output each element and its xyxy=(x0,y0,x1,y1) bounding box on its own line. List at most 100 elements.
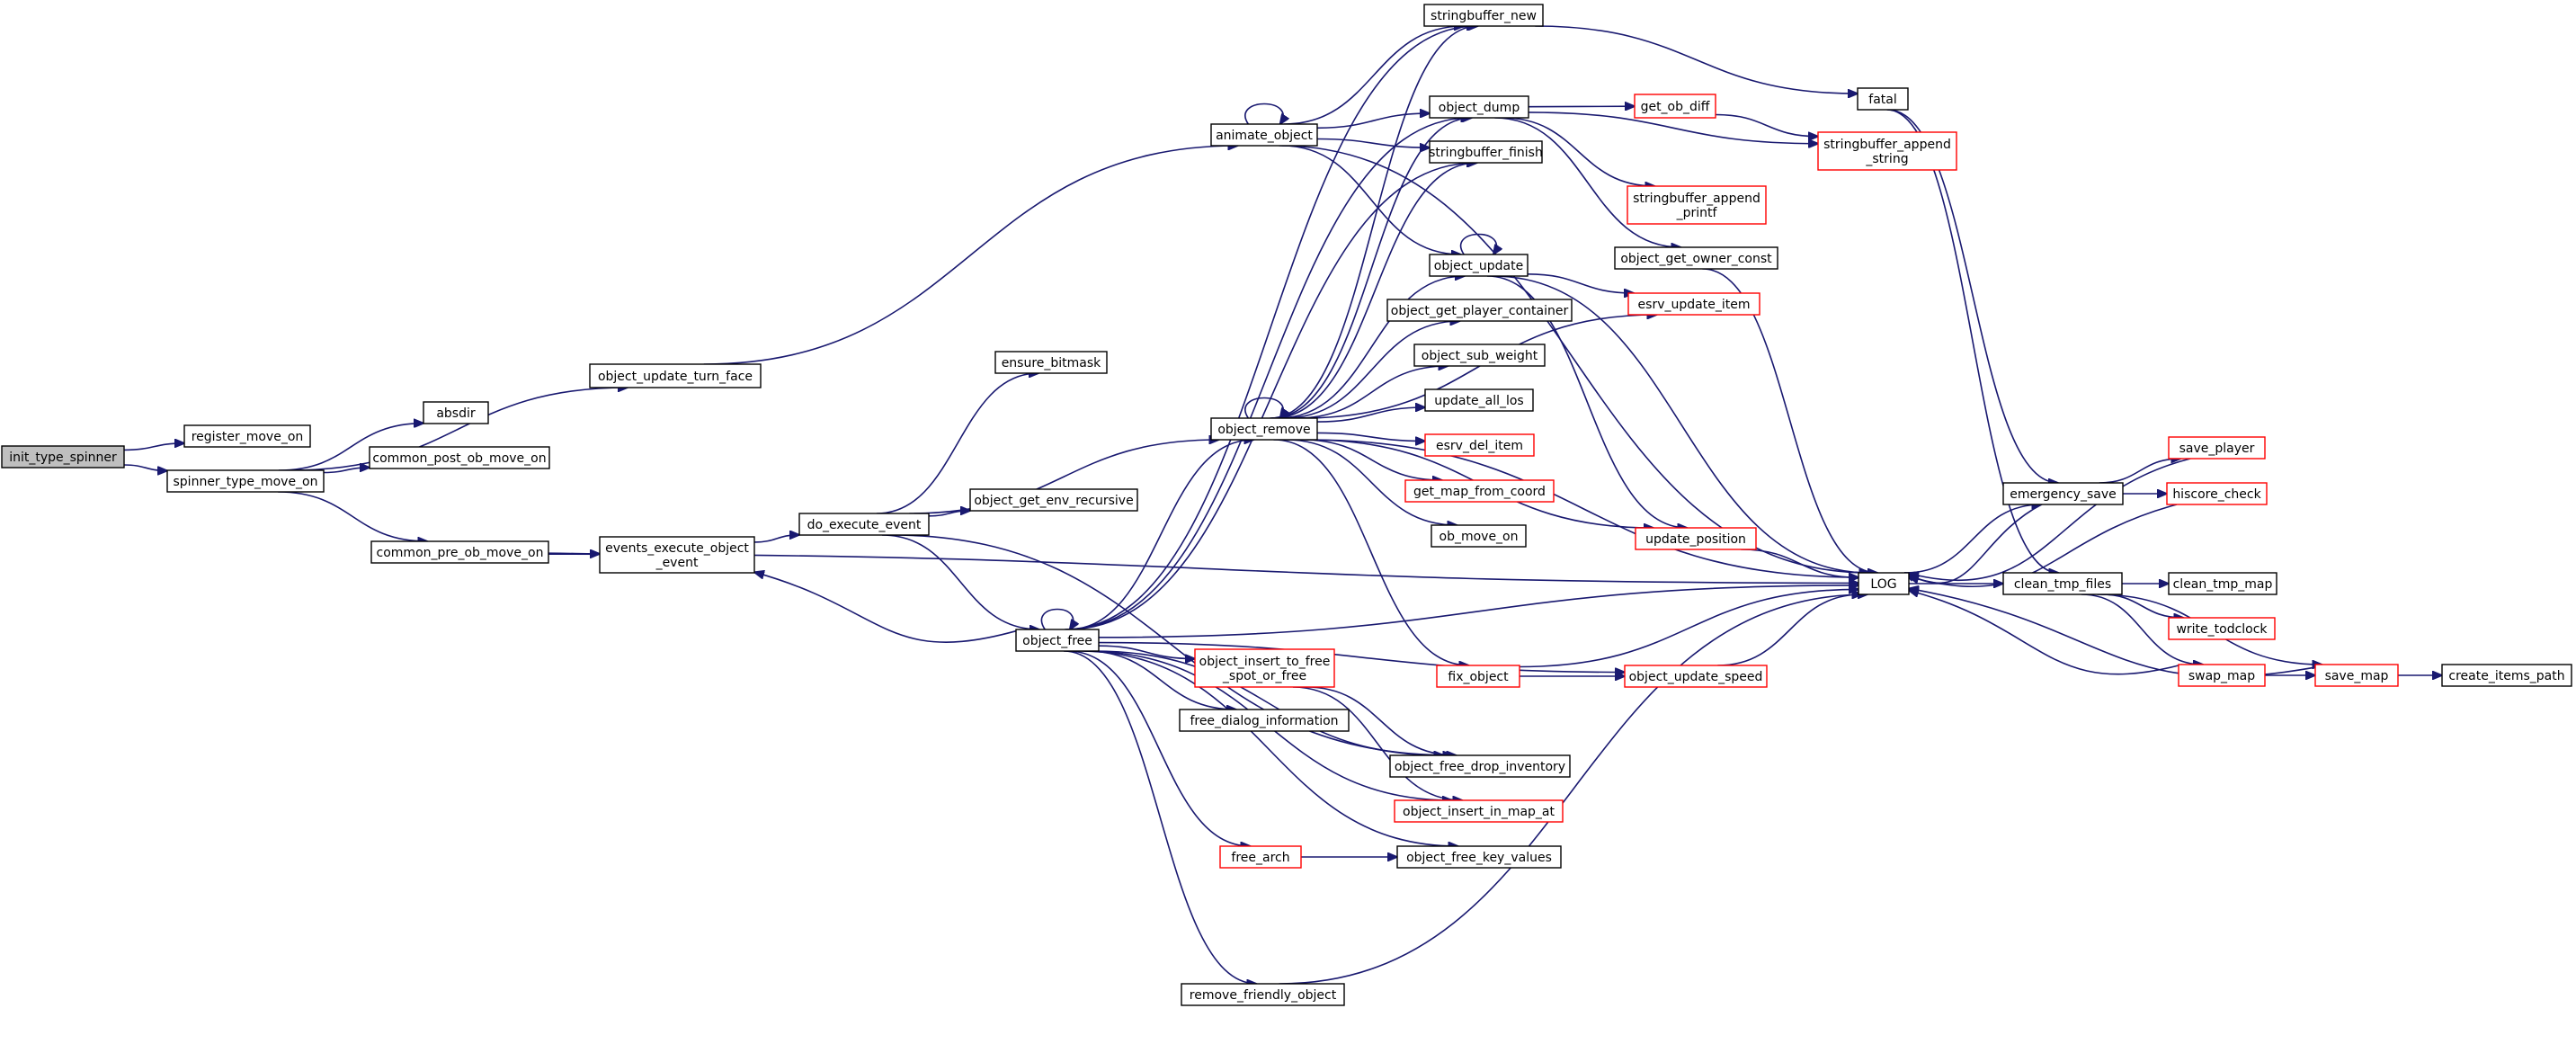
node-box xyxy=(166,469,325,493)
node-box xyxy=(1627,292,1760,316)
node-box xyxy=(969,488,1138,512)
node-common_post_ob_move_on[interactable]: common_post_ob_move_on xyxy=(369,446,550,469)
node-label: LOG xyxy=(1870,577,1896,592)
edge-object_dump-to-object_get_owner_const xyxy=(1494,117,1680,247)
node-label: ob_move_on xyxy=(1440,530,1519,544)
node-remove_friendly_object[interactable]: remove_friendly_object xyxy=(1181,983,1345,1006)
edge-do_execute_event-to-object_get_env_recursive xyxy=(928,511,970,517)
edge-animate_object-to-object_dump xyxy=(1316,113,1430,129)
node-do_execute_event[interactable]: do_execute_event xyxy=(798,513,930,536)
edges-layer xyxy=(123,26,2442,984)
node-label: fix_object xyxy=(1448,670,1509,684)
node-label: object_free_drop_inventory xyxy=(1395,760,1565,774)
node-object_dump[interactable]: object_dump xyxy=(1429,95,1529,119)
node-stringbuffer_append_printf[interactable]: stringbuffer_append_printf xyxy=(1627,185,1767,225)
node-object_get_owner_const[interactable]: object_get_owner_const xyxy=(1614,246,1778,270)
node-box xyxy=(1394,799,1564,823)
node-esrv_del_item[interactable]: esrv_del_item xyxy=(1424,433,1535,457)
node-ob_move_on[interactable]: ob_move_on xyxy=(1431,524,1527,548)
node-ensure_bitmask[interactable]: ensure_bitmask xyxy=(994,351,1108,374)
node-box xyxy=(1015,629,1100,652)
node-label: free_dialog_information xyxy=(1190,714,1338,728)
edge-object_remove-to-ob_move_on xyxy=(1286,439,1457,525)
node-box xyxy=(1817,131,1957,171)
node-box xyxy=(183,424,311,448)
edge-clean_tmp_files-to-write_todclock xyxy=(2100,593,2184,618)
edge-emergency_save-to-save_player xyxy=(2099,459,2181,484)
edge-init_type_spinner-to-spinner_type_move_on xyxy=(123,464,167,470)
node-init_type_spinner[interactable]: init_type_spinner xyxy=(1,445,125,469)
edge-object_free-to-object_free_key_values xyxy=(1078,650,1457,846)
node-box xyxy=(1424,388,1534,412)
node-LOG[interactable]: LOG xyxy=(1858,572,1910,595)
edge-swap_map-to-LOG xyxy=(1909,591,2183,675)
node-update_position[interactable]: update_position xyxy=(1635,527,1757,550)
node-object_insert_to_free_spot_or_free[interactable]: object_insert_to_free_spot_or_free xyxy=(1194,648,1335,688)
edge-save_player-to-LOG xyxy=(1909,458,2191,582)
node-hiscore_check[interactable]: hiscore_check xyxy=(2166,482,2268,505)
node-object_sub_weight[interactable]: object_sub_weight xyxy=(1413,344,1546,367)
node-clean_tmp_map[interactable]: clean_tmp_map xyxy=(2168,572,2277,595)
node-get_map_from_coord[interactable]: get_map_from_coord xyxy=(1404,479,1555,503)
edge-do_execute_event-to-ensure_bitmask xyxy=(876,373,1038,514)
node-object_update_speed[interactable]: object_update_speed xyxy=(1624,665,1768,688)
node-object_update_turn_face[interactable]: object_update_turn_face xyxy=(589,363,762,388)
node-free_arch[interactable]: free_arch xyxy=(1219,845,1302,869)
edge-object_update_turn_face-to-animate_object xyxy=(703,146,1238,365)
edge-object_remove-to-stringbuffer_new xyxy=(1270,26,1477,419)
node-label: events_execute_object xyxy=(605,541,749,556)
node-create_items_path[interactable]: create_items_path xyxy=(2441,664,2572,687)
node-object_insert_in_map_at[interactable]: object_insert_in_map_at xyxy=(1394,799,1564,823)
edge-object_dump-to-get_ob_diff xyxy=(1528,106,1635,107)
edge-animate_object-to-stringbuffer_new xyxy=(1283,26,1464,125)
node-stringbuffer_finish[interactable]: stringbuffer_finish xyxy=(1429,140,1543,164)
node-fatal[interactable]: fatal xyxy=(1857,87,1909,111)
node-update_all_los[interactable]: update_all_los xyxy=(1424,388,1534,412)
node-stringbuffer_new[interactable]: stringbuffer_new xyxy=(1423,4,1544,27)
node-box xyxy=(1181,983,1345,1006)
node-get_ob_diff[interactable]: get_ob_diff xyxy=(1634,94,1716,119)
edge-emergency_save-to-LOG xyxy=(1905,504,2042,585)
edge-LOG-to-emergency_save xyxy=(1904,504,2042,574)
node-label: hiscore_check xyxy=(2172,487,2261,502)
node-write_todclock[interactable]: write_todclock xyxy=(2168,617,2276,640)
node-box xyxy=(1413,344,1546,367)
edge-spinner_type_move_on-to-common_post_ob_move_on xyxy=(323,468,370,474)
node-label: _printf xyxy=(1676,206,1718,220)
edge-get_ob_diff-to-stringbuffer_append_string xyxy=(1715,113,1818,137)
node-esrv_update_item[interactable]: esrv_update_item xyxy=(1627,292,1760,316)
edge-object_free-to-remove_friendly_object xyxy=(1063,650,1257,984)
node-label: object_insert_to_free xyxy=(1199,655,1331,669)
node-box xyxy=(589,363,762,388)
node-clean_tmp_files[interactable]: clean_tmp_files xyxy=(2002,572,2123,595)
node-object_free_drop_inventory[interactable]: object_free_drop_inventory xyxy=(1389,754,1571,778)
node-register_move_on[interactable]: register_move_on xyxy=(183,424,311,448)
node-save_map[interactable]: save_map xyxy=(2314,664,2399,687)
node-box xyxy=(369,446,550,469)
node-animate_object[interactable]: animate_object xyxy=(1210,123,1318,147)
node-label: clean_tmp_map xyxy=(2173,577,2273,592)
node-swap_map[interactable]: swap_map xyxy=(2178,664,2266,687)
node-common_pre_ob_move_on[interactable]: common_pre_ob_move_on xyxy=(370,540,549,564)
node-object_remove[interactable]: object_remove xyxy=(1210,417,1318,441)
node-save_player[interactable]: save_player xyxy=(2168,436,2266,460)
node-absdir[interactable]: absdir xyxy=(423,401,489,424)
node-emergency_save[interactable]: emergency_save xyxy=(2002,482,2124,505)
node-stringbuffer_append_string[interactable]: stringbuffer_append_string xyxy=(1817,131,1957,171)
node-spinner_type_move_on[interactable]: spinner_type_move_on xyxy=(166,469,325,493)
node-free_dialog_information[interactable]: free_dialog_information xyxy=(1179,709,1350,732)
node-label: object_update xyxy=(1434,259,1523,273)
node-object_get_player_container[interactable]: object_get_player_container xyxy=(1386,299,1573,322)
node-object_get_env_recursive[interactable]: object_get_env_recursive xyxy=(969,488,1138,512)
node-fix_object[interactable]: fix_object xyxy=(1436,665,1520,688)
node-label: stringbuffer_new xyxy=(1431,9,1537,23)
node-label: animate_object xyxy=(1216,129,1313,143)
node-object_update[interactable]: object_update xyxy=(1429,254,1529,277)
node-label: register_move_on xyxy=(192,430,304,444)
node-events_execute_object_event[interactable]: events_execute_object_event xyxy=(599,536,755,574)
node-box xyxy=(1429,95,1529,119)
node-object_free[interactable]: object_free xyxy=(1015,629,1100,652)
node-label: save_player xyxy=(2179,442,2255,456)
node-box xyxy=(2002,482,2124,505)
node-object_free_key_values[interactable]: object_free_key_values xyxy=(1396,845,1562,869)
